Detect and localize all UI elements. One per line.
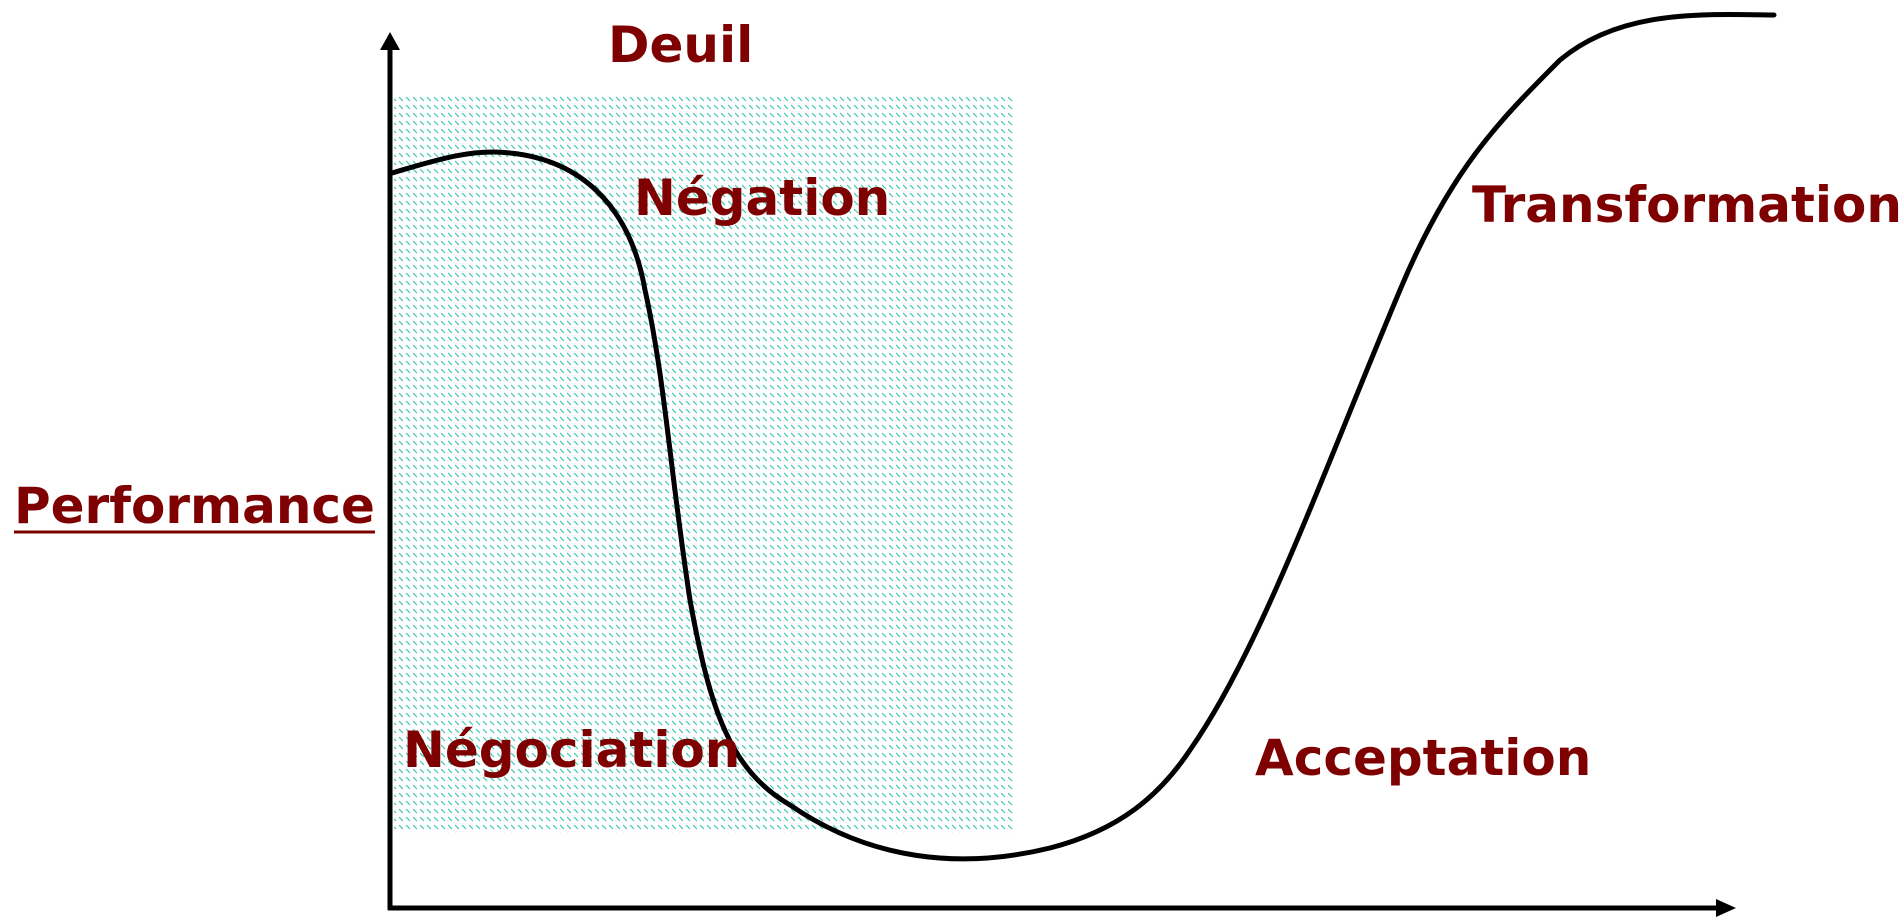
x-axis-arrow-icon bbox=[1716, 899, 1736, 917]
stage-label-transformation: Transformation bbox=[1472, 176, 1902, 234]
performance-curve bbox=[389, 11, 1777, 862]
stage-label-acceptation: Acceptation bbox=[1255, 729, 1591, 787]
diagram-title: Deuil bbox=[608, 16, 753, 74]
stage-label-negation: Négation bbox=[634, 169, 890, 227]
grief-zone-shading bbox=[394, 95, 1014, 833]
y-axis-label: Performance bbox=[14, 477, 375, 535]
y-axis-arrow-icon bbox=[380, 32, 400, 50]
stage-label-negociation: Négociation bbox=[403, 721, 740, 779]
